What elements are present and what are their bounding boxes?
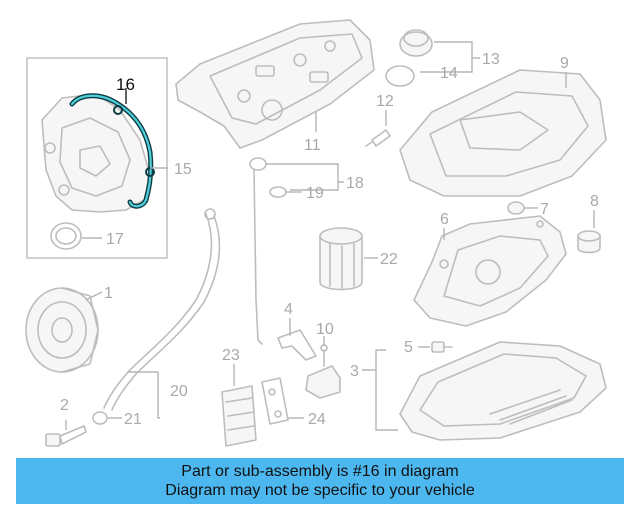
- callout-7: 7: [540, 201, 549, 218]
- timing-cover: [41, 93, 151, 213]
- lower-oil-pan: [399, 341, 607, 441]
- callout-14: 14: [440, 65, 458, 82]
- cap: [577, 230, 601, 254]
- crank-pulley: [25, 287, 99, 373]
- oil-cooler: [221, 385, 257, 447]
- callout-18: 18: [346, 175, 364, 192]
- callout-4: 4: [284, 301, 293, 318]
- dipstick: [249, 157, 267, 345]
- callout-21: 21: [124, 411, 142, 428]
- tube-o-ring: [92, 411, 108, 425]
- oil-pan-upper: [413, 215, 567, 327]
- callout-15: 15: [174, 161, 192, 178]
- banner-line-2: Diagram may not be specific to your vehi…: [165, 482, 475, 499]
- plug: [507, 201, 525, 215]
- callout-24: 24: [308, 411, 326, 428]
- callout-3: 3: [350, 363, 359, 380]
- callout-2: 2: [60, 397, 69, 414]
- callout-9: 9: [560, 55, 569, 72]
- oil-filler-cap: [399, 29, 433, 57]
- dipstick-tube: [103, 208, 221, 411]
- sensor-pin: [365, 129, 391, 147]
- callout-12: 12: [376, 93, 394, 110]
- inset-box: [26, 57, 168, 259]
- timing-cover-gasket: [69, 93, 155, 209]
- oil-level-sensor: [305, 344, 341, 399]
- callout-1: 1: [104, 285, 113, 302]
- callout-20: 20: [170, 383, 188, 400]
- callout-17: 17: [106, 231, 124, 248]
- parts-diagram: 16 15 17 1 2 20 21 11 12 13 14 9 18 19 2…: [25, 19, 607, 447]
- callout-22: 22: [380, 251, 398, 268]
- drain-plug: [431, 341, 453, 353]
- callout-19: 19: [306, 185, 324, 202]
- cylinder-head: [399, 69, 607, 197]
- seal-ring: [50, 222, 82, 250]
- bracket: [277, 329, 317, 361]
- cooler-gasket: [261, 377, 289, 425]
- callout-6: 6: [440, 211, 449, 228]
- valve-cover: [175, 19, 375, 149]
- banner-line-1: Part or sub-assembly is #16 in diagram: [181, 463, 459, 480]
- callout-23: 23: [222, 347, 240, 364]
- oil-filter: [319, 227, 363, 291]
- callout-8: 8: [590, 193, 599, 210]
- callout-10: 10: [316, 321, 334, 338]
- info-banner: Part or sub-assembly is #16 in diagram D…: [16, 458, 624, 504]
- callout-16: 16: [116, 75, 135, 94]
- callout-13: 13: [482, 51, 500, 68]
- dipstick-o-ring: [269, 186, 287, 198]
- cap-seal: [385, 65, 415, 87]
- callout-5: 5: [404, 339, 413, 356]
- callout-11: 11: [304, 137, 321, 154]
- pulley-bolt: [45, 425, 87, 447]
